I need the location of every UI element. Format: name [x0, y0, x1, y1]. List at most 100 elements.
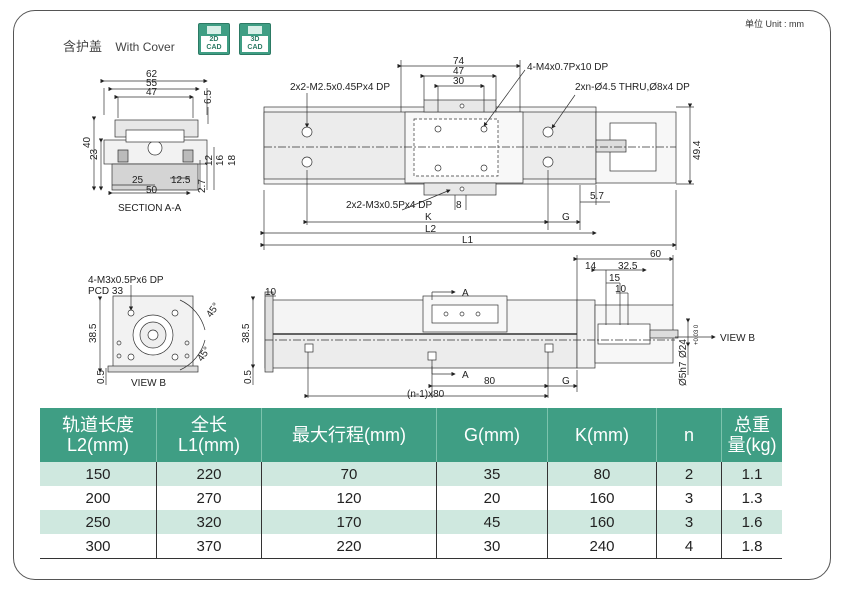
dim-38-5b: 38.5	[241, 323, 252, 343]
title-en: With Cover	[115, 40, 175, 54]
cell-weight: 1.6	[721, 510, 782, 534]
dim-12-5: 12.5	[171, 175, 191, 186]
dim-phi5: Ø5h7	[678, 361, 689, 386]
dim-80: 80	[484, 376, 496, 387]
table-row: 300 370 220 30 240 4 1.8	[40, 534, 782, 559]
dim-14: 14	[585, 261, 597, 272]
cad-3d-label: 3D CAD	[242, 36, 268, 52]
dim-g: G	[562, 212, 570, 223]
dim-32-5: 32.5	[618, 261, 638, 272]
cell-l1: 370	[156, 534, 262, 559]
dim-15: 15	[609, 273, 621, 284]
note-pitch: (n-1)x80	[407, 389, 445, 400]
cell-l2: 250	[40, 510, 157, 534]
dim-47b: 47	[453, 66, 465, 77]
dim-phi24: Ø24	[678, 339, 689, 358]
cad-2d-label: 2D CAD	[201, 36, 227, 52]
view-b	[97, 285, 206, 385]
dim-30: 30	[453, 76, 465, 87]
dim-0-5a: 0.5	[96, 370, 107, 384]
cell-n: 2	[656, 462, 722, 486]
section-a-top: A	[462, 288, 469, 299]
table-row: 150 220 70 35 80 2 1.1	[40, 462, 782, 486]
header-g: G(mm)	[436, 408, 548, 462]
dim-18: 18	[227, 154, 238, 166]
dim-55: 55	[146, 78, 158, 89]
cell-g: 20	[436, 486, 548, 510]
cell-stroke: 220	[261, 534, 437, 559]
dim-62: 62	[146, 69, 158, 80]
cell-n: 3	[656, 510, 722, 534]
dim-6-5: 6.5	[203, 90, 214, 104]
cell-weight: 1.3	[721, 486, 782, 510]
dim-10b: 10	[615, 284, 627, 295]
dim-49-4: 49.4	[692, 140, 703, 160]
cell-k: 80	[547, 462, 657, 486]
dim-10a: 10	[265, 287, 277, 298]
dim-16: 16	[215, 154, 226, 166]
dim-12: 12	[204, 154, 215, 166]
cell-l2: 200	[40, 486, 157, 510]
top-view	[260, 60, 694, 250]
dim-k: K	[425, 212, 432, 223]
cell-l1: 320	[156, 510, 262, 534]
dim-74: 74	[453, 56, 465, 67]
table-row: 250 320 170 45 160 3 1.6	[40, 510, 782, 534]
dim-0-5b: 0.5	[243, 370, 254, 384]
cell-weight: 1.8	[721, 534, 782, 559]
note-m3-pcd: 4-M3x0.5Px6 DP	[88, 275, 164, 286]
section-a-bottom: A	[462, 370, 469, 381]
dim-l1: L1	[462, 235, 474, 246]
header-stroke: 最大行程(mm)	[261, 408, 437, 462]
cell-n: 3	[656, 486, 722, 510]
note-thru: 2xn-Ø4.5 THRU,Ø8x4 DP	[575, 82, 690, 93]
dim-l2: L2	[425, 224, 437, 235]
dim-g2: G	[562, 376, 570, 387]
dim-5-7: 5.7	[590, 191, 604, 202]
dim-25: 25	[132, 175, 144, 186]
dim-60: 60	[650, 249, 662, 260]
header-k: K(mm)	[547, 408, 657, 462]
header-weight: 总重量(kg)	[721, 408, 782, 462]
dim-45a: 45°	[204, 301, 222, 320]
unit-label: 单位 Unit : mm	[744, 19, 804, 29]
dim-50: 50	[146, 185, 158, 196]
cell-k: 160	[547, 486, 657, 510]
cell-weight: 1.1	[721, 462, 782, 486]
cell-stroke: 70	[261, 462, 437, 486]
section-label: SECTION A-A	[118, 203, 182, 214]
dim-2-7: 2.7	[197, 179, 208, 193]
cell-g: 35	[436, 462, 548, 486]
cell-k: 160	[547, 510, 657, 534]
cell-l2: 150	[40, 462, 157, 486]
note-m3: 2x2-M3x0.5Px4 DP	[346, 200, 432, 211]
view-b-arrow-label: VIEW B	[720, 333, 755, 344]
note-pcd: PCD 33	[88, 286, 123, 297]
cell-g: 30	[436, 534, 548, 559]
cell-k: 240	[547, 534, 657, 559]
cell-g: 45	[436, 510, 548, 534]
cell-l1: 220	[156, 462, 262, 486]
dim-23: 23	[89, 148, 100, 160]
floppy-icon	[248, 26, 262, 34]
dim-38-5a: 38.5	[88, 323, 99, 343]
cell-l2: 300	[40, 534, 157, 559]
table-row: 200 270 120 20 160 3 1.3	[40, 486, 782, 510]
cell-l1: 270	[156, 486, 262, 510]
cell-n: 4	[656, 534, 722, 559]
dim-45b: 45°	[195, 345, 213, 364]
dim-8: 8	[456, 200, 462, 211]
cell-stroke: 120	[261, 486, 437, 510]
floppy-icon	[207, 26, 221, 34]
section-view	[91, 78, 215, 196]
view-b-label: VIEW B	[131, 378, 166, 389]
header-n: n	[656, 408, 722, 462]
cad-3d-button[interactable]: 3D CAD	[239, 23, 271, 55]
cover-title: 含护盖 With Cover	[63, 36, 175, 55]
cad-2d-button[interactable]: 2D CAD	[198, 23, 230, 55]
